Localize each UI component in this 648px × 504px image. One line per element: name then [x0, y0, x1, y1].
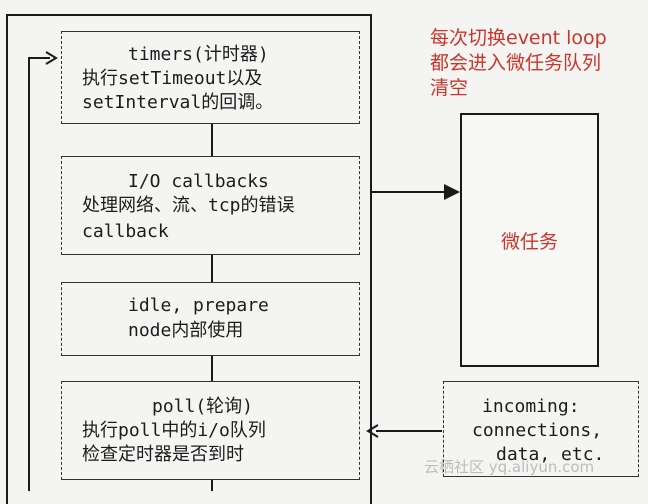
- connector-io-idle: [211, 255, 213, 282]
- io-callbacks-phase-box: I/O callbacks 处理网络、流、tcp的错误 callback: [61, 156, 360, 255]
- timers-phase-box: timers(计时器) 执行setTimeout以及 setInterval的回…: [61, 31, 360, 124]
- loop-line-top: [28, 57, 50, 59]
- incoming-title: incoming:: [482, 396, 580, 417]
- io-desc-2: callback: [82, 221, 169, 242]
- arrow-incoming-to-poll-head: [366, 424, 379, 438]
- microtask-box: 微任务: [460, 113, 599, 367]
- incoming-line-2: connections,: [472, 420, 603, 441]
- note-line-2: 都会进入微任务队列: [430, 52, 602, 74]
- poll-desc-2: 检查定时器是否到时: [82, 444, 244, 465]
- loop-line-vertical: [28, 59, 30, 491]
- arrow-io-to-microtask-line: [372, 191, 450, 193]
- incoming-line-3: data, etc.: [496, 444, 605, 465]
- arrow-incoming-to-poll-line: [376, 430, 442, 432]
- microtask-note: 每次切换event loop 都会进入微任务队列 清空: [430, 26, 607, 101]
- incoming-box: incoming: connections, data, etc.: [443, 381, 639, 477]
- idle-title: idle, prepare: [128, 295, 269, 316]
- note-line-3: 清空: [430, 77, 469, 99]
- watermark: 云栖社区 yq.aliyun.com: [424, 458, 595, 476]
- event-loop-frame: [6, 14, 372, 504]
- connector-poll-bottom: [211, 480, 213, 491]
- microtask-label: 微任务: [500, 231, 558, 253]
- io-desc-1: 处理网络、流、tcp的错误: [82, 195, 295, 216]
- idle-prepare-phase-box: idle, prepare node内部使用: [61, 282, 360, 356]
- timers-desc-2: setInterval的回调。: [82, 92, 274, 113]
- connector-idle-poll: [211, 356, 213, 381]
- io-title: I/O callbacks: [128, 171, 269, 192]
- arrow-io-to-microtask-head: [444, 184, 460, 200]
- poll-phase-box: poll(轮询) 执行poll中的i/o队列 检查定时器是否到时: [61, 381, 360, 480]
- connector-timers-io: [211, 124, 213, 156]
- timers-title: timers(计时器): [128, 44, 269, 65]
- poll-title: poll(轮询): [152, 396, 254, 417]
- poll-desc-1: 执行poll中的i/o队列: [82, 420, 266, 441]
- idle-desc: node内部使用: [128, 320, 244, 341]
- timers-desc-1: 执行setTimeout以及: [82, 68, 263, 89]
- loop-arrowhead: [45, 51, 58, 65]
- note-line-1: 每次切换event loop: [430, 27, 607, 49]
